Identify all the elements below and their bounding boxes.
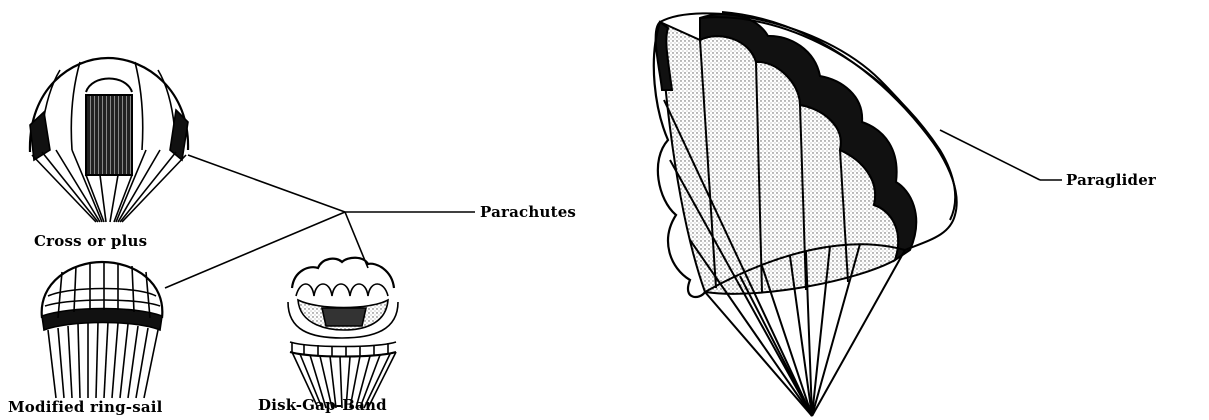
parachute-leaders — [165, 155, 475, 288]
ringsail-parachute — [42, 262, 163, 398]
label-cross-or-plus: Cross or plus — [34, 232, 147, 250]
label-disk-gap-band: Disk-Gap-Band — [258, 396, 387, 414]
cross-parachute — [30, 58, 188, 222]
paraglider — [654, 12, 957, 416]
paraglider-leader — [940, 130, 1062, 180]
dgb-parachute — [288, 258, 398, 408]
label-parachutes: Parachutes — [480, 203, 576, 221]
label-modified-ring-sail: Modified ring-sail — [8, 398, 163, 416]
label-paraglider: Paraglider — [1066, 171, 1156, 189]
